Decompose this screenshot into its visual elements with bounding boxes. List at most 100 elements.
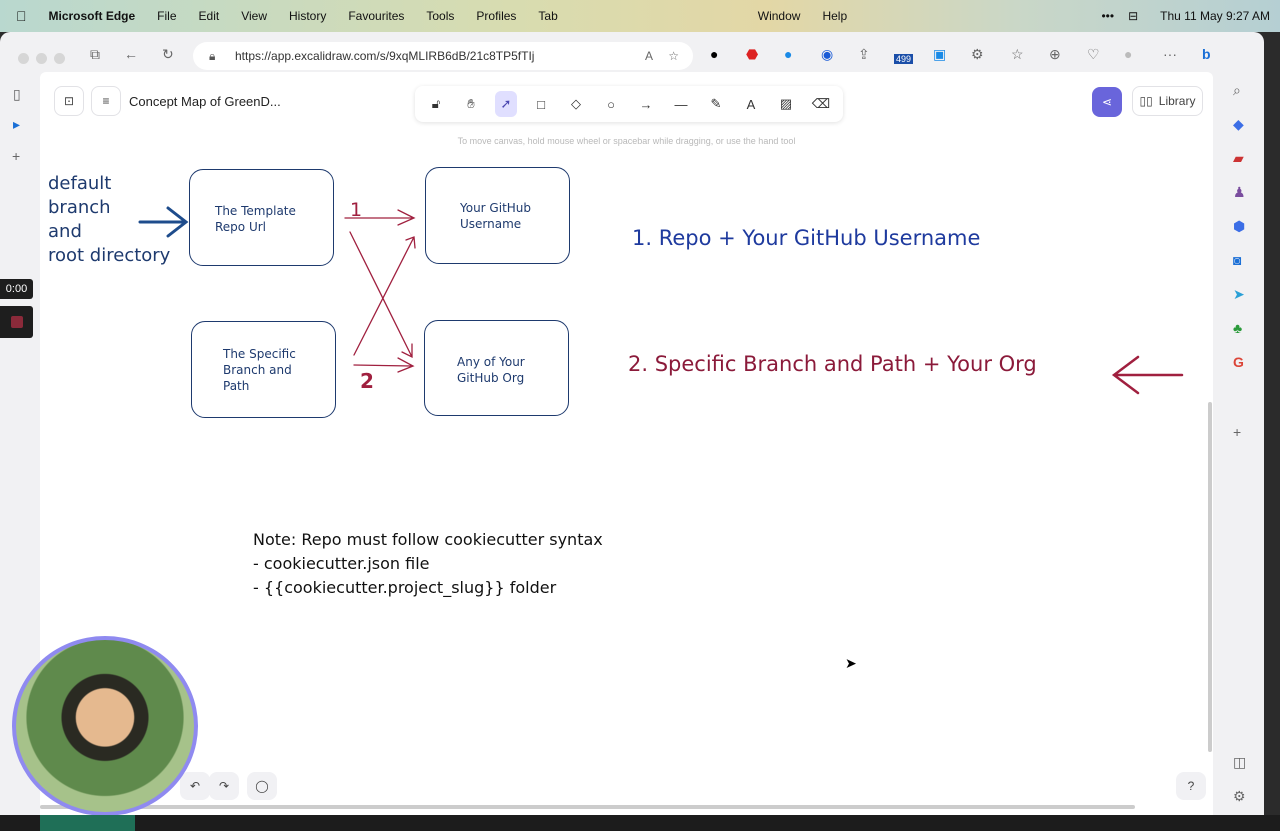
branch-path-box[interactable] [191, 321, 336, 418]
read-aloud-icon[interactable]: A [644, 49, 653, 63]
lock-icon[interactable]: 🔓︎ [431, 96, 441, 111]
label-line: and [48, 221, 82, 242]
shopping-icon[interactable]: ◆ [1233, 116, 1244, 132]
tabs-icon[interactable]: ⧉ [90, 46, 100, 62]
extension-icon[interactable]: ● [784, 46, 793, 62]
menu-tools[interactable]: Tools [415, 9, 454, 23]
excalidraw-canvas[interactable]: ⊡ ≡ Concept Map of GreenD... 🔓︎ ✋︎ ➚ □ ◇… [40, 72, 1213, 815]
tab-favicon[interactable]: ▸ [13, 116, 21, 132]
minimize-dot[interactable] [36, 53, 47, 64]
health-icon[interactable]: ♡ [1087, 46, 1100, 62]
image-tool-icon[interactable]: ▨ [779, 96, 793, 111]
macos-menubar:  Microsoft Edge File Edit View History … [0, 0, 1280, 32]
badge-count[interactable]: 499 [894, 54, 914, 64]
apple-icon[interactable]:  [16, 8, 27, 24]
back-icon[interactable]: ← [124, 46, 138, 62]
webcam-overlay [12, 636, 198, 816]
menu-profiles[interactable]: Profiles [465, 9, 516, 23]
google-icon[interactable]: G [1233, 354, 1244, 370]
vertical-scrollbar[interactable] [1208, 402, 1212, 752]
adblock-icon[interactable]: ⬣ [746, 46, 759, 62]
favorite-icon[interactable]: ☆ [668, 49, 679, 63]
eraser-tool-icon[interactable]: ⌫ [811, 96, 831, 111]
menu-edit[interactable]: Edit [188, 9, 220, 23]
extensions-icon[interactable]: ⚙ [971, 46, 984, 62]
box-text: Any of Your GitHub Org [457, 355, 525, 385]
username-box[interactable] [425, 167, 570, 264]
template-repo-box[interactable] [189, 169, 334, 266]
note-text[interactable]: Note: Repo must follow cookiecutter synt… [253, 528, 603, 600]
games-icon[interactable]: ♟ [1233, 184, 1246, 200]
menu-history[interactable]: History [278, 9, 326, 23]
org-box[interactable] [424, 320, 569, 416]
legend-line-2[interactable]: 2. Specific Branch and Path + Your Org [628, 352, 1037, 376]
clock[interactable]: Thu 11 May 9:27 AM [1160, 9, 1270, 23]
select-tool-icon[interactable]: ➚ [495, 91, 517, 117]
sidebar-button[interactable]: ⊡ [54, 86, 84, 116]
password-icon[interactable]: ◉ [821, 46, 834, 62]
menu-favourites[interactable]: Favourites [337, 9, 404, 23]
url-text: https://app.excalidraw.com/s/9xqMLIRB6dB… [235, 49, 535, 63]
outlook-icon[interactable]: ◙ [1233, 252, 1242, 268]
library-label: Library [1158, 94, 1196, 108]
favorites-icon[interactable]: ☆ [1011, 46, 1024, 62]
label-number-2[interactable]: 2 [360, 369, 374, 393]
comment-button[interactable]: ◯ [247, 772, 277, 800]
menu-button[interactable]: ≡ [91, 86, 121, 116]
send-icon[interactable]: ➤ [1233, 286, 1245, 302]
more-icon[interactable]: ••• [1101, 9, 1115, 23]
add-icon[interactable]: + [1233, 424, 1242, 440]
help-icon: ? [1187, 779, 1195, 793]
new-tab-icon[interactable]: + [12, 148, 21, 164]
draw-tool-icon[interactable]: ✎ [710, 96, 722, 111]
tools-icon[interactable]: ▰ [1233, 150, 1244, 166]
arrow-tool-icon[interactable]: → [639, 96, 653, 112]
comment-icon: ◯ [255, 779, 269, 793]
menu-app[interactable]: Microsoft Edge [38, 9, 136, 23]
split-icon[interactable]: ◫ [1233, 754, 1247, 770]
stop-recording-button[interactable] [0, 306, 33, 338]
maximize-dot[interactable] [54, 53, 65, 64]
arrow-2-username [353, 236, 416, 356]
office-icon[interactable]: ⬢ [1233, 218, 1246, 234]
undo-button[interactable]: ↶ [180, 772, 210, 800]
legend-line-1[interactable]: 1. Repo + Your GitHub Username [632, 226, 981, 250]
help-button[interactable]: ? [1176, 772, 1206, 800]
text-tool-icon[interactable]: A [746, 96, 756, 112]
menu-tab[interactable]: Tab [527, 9, 557, 23]
bing-icon[interactable]: b [1202, 46, 1211, 62]
sidebar-toggle-icon[interactable]: ▯ [13, 86, 21, 102]
dock-item [40, 815, 135, 831]
horizontal-scrollbar[interactable] [40, 805, 1135, 809]
more-icon[interactable]: ··· [1163, 46, 1177, 62]
menu-file[interactable]: File [146, 9, 176, 23]
document-title[interactable]: Concept Map of GreenD... [129, 94, 281, 109]
menu-help[interactable]: Help [811, 9, 847, 23]
menu-view[interactable]: View [230, 9, 267, 23]
line-tool-icon[interactable]: — [674, 96, 688, 112]
label-number-1[interactable]: 1 [350, 199, 363, 221]
menu-window[interactable]: Window [747, 9, 801, 23]
undo-icon: ↶ [189, 779, 201, 793]
rectangle-tool-icon[interactable]: □ [537, 96, 545, 112]
settings-icon[interactable]: ⚙ [1233, 788, 1246, 804]
address-bar[interactable]: 🔒︎ https://app.excalidraw.com/s/9xqMLIRB… [193, 42, 693, 70]
extension-icon[interactable]: ▣ [933, 46, 947, 62]
tree-icon[interactable]: ♣ [1233, 320, 1243, 336]
extension-icon[interactable]: ● [710, 46, 719, 62]
library-button[interactable]: ▯▯Library [1132, 86, 1203, 116]
control-center-icon[interactable]: ⊟ [1128, 9, 1139, 23]
left-label[interactable]: default branch and root directory [48, 172, 170, 268]
share-button[interactable]: ⋖ [1092, 87, 1122, 117]
redo-button[interactable]: ↷ [209, 772, 239, 800]
label-line: root directory [48, 245, 171, 266]
hand-tool-icon[interactable]: ✋︎ [467, 96, 475, 111]
close-dot[interactable] [18, 53, 29, 64]
profile-icon[interactable]: ● [1124, 46, 1133, 62]
extension-icon[interactable]: ⇪ [858, 46, 870, 62]
collections-icon[interactable]: ⊕ [1049, 46, 1061, 62]
diamond-tool-icon[interactable]: ◇ [571, 96, 581, 111]
refresh-icon[interactable]: ↻ [162, 46, 174, 62]
search-icon[interactable]: ⌕ [1233, 82, 1241, 98]
ellipse-tool-icon[interactable]: ○ [607, 96, 615, 112]
